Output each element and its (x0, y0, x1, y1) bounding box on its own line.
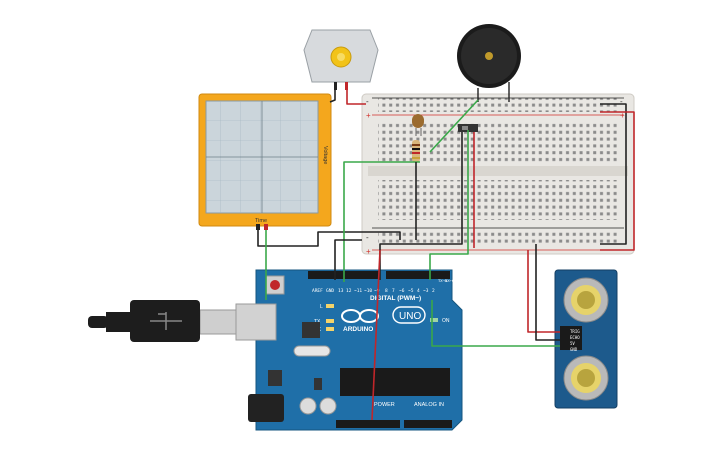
pin11-label: ~11 (354, 288, 362, 294)
led[interactable] (412, 114, 424, 136)
ultrasonic-sensor[interactable]: TRIG ECHO 5V GND (554, 269, 618, 409)
sensor-echo-label: ECHO (570, 335, 580, 340)
rail-plus-bottom: + (366, 247, 371, 256)
pin7-label: 7 (392, 288, 395, 294)
power-jack[interactable] (248, 394, 284, 422)
pin4-label: 4 (417, 288, 420, 294)
pin1-label: TX→1 (438, 278, 448, 283)
resistor[interactable] (412, 140, 420, 162)
analog-header-label: ANALOG IN (414, 402, 444, 408)
uno-model-label: UNO (399, 311, 421, 322)
l-led-label: L (320, 304, 323, 310)
usb-port[interactable] (235, 303, 277, 341)
pin8-label: 8 (385, 288, 388, 294)
scope-voltage-label: Voltage (322, 146, 328, 164)
pin2-label: 2 (432, 288, 435, 294)
sensor-gnd-label: GND (570, 347, 578, 352)
arduino-logo-right-icon (359, 309, 379, 323)
rail-minus-top: - (366, 97, 369, 106)
wires (257, 90, 635, 421)
pin6-label: ~6 (399, 288, 405, 294)
usb-symbol-icon (150, 312, 182, 330)
slide-switch[interactable] (458, 124, 478, 132)
dc-motor[interactable] (303, 29, 379, 90)
rail-plus-top-right: + (620, 111, 625, 120)
power-header-label: POWER (374, 402, 395, 408)
digital-header-label: DIGITAL (PWM~) (370, 295, 421, 302)
oscilloscope[interactable]: Time Voltage (198, 93, 332, 230)
pin9-label: ~9 (374, 288, 380, 294)
rail-plus-top: + (366, 111, 371, 120)
pin-aref-label: AREF (312, 288, 323, 294)
arduino-logo-text: ARDUINO (343, 326, 373, 333)
sensor-vcc-label: 5V (570, 341, 575, 346)
piezo-buzzer[interactable] (457, 24, 521, 102)
pin0-label: RX←0 (445, 278, 455, 283)
pin13-label: 13 (338, 288, 344, 294)
arduino-uno[interactable]: AREF GND 13 12 ~11 ~10 ~9 8 7 ~6 ~5 4 ~3… (235, 269, 463, 431)
on-led-label: ON (442, 318, 450, 324)
reset-button[interactable] (270, 280, 280, 290)
rail-minus-bottom: - (366, 233, 369, 242)
pin10-label: ~10 (364, 288, 372, 294)
breadboard[interactable]: - + - + - + (361, 93, 635, 256)
sensor-trig-label: TRIG (570, 329, 580, 334)
rail-minus-top-right: - (620, 97, 623, 106)
pin12-label: 12 (346, 288, 352, 294)
scope-time-label: Time (255, 218, 267, 224)
pin-gnd-label: GND (326, 288, 334, 294)
pin3-label: ~3 (423, 288, 429, 294)
usb-cable[interactable] (88, 300, 237, 342)
pin5-label: ~5 (408, 288, 414, 294)
